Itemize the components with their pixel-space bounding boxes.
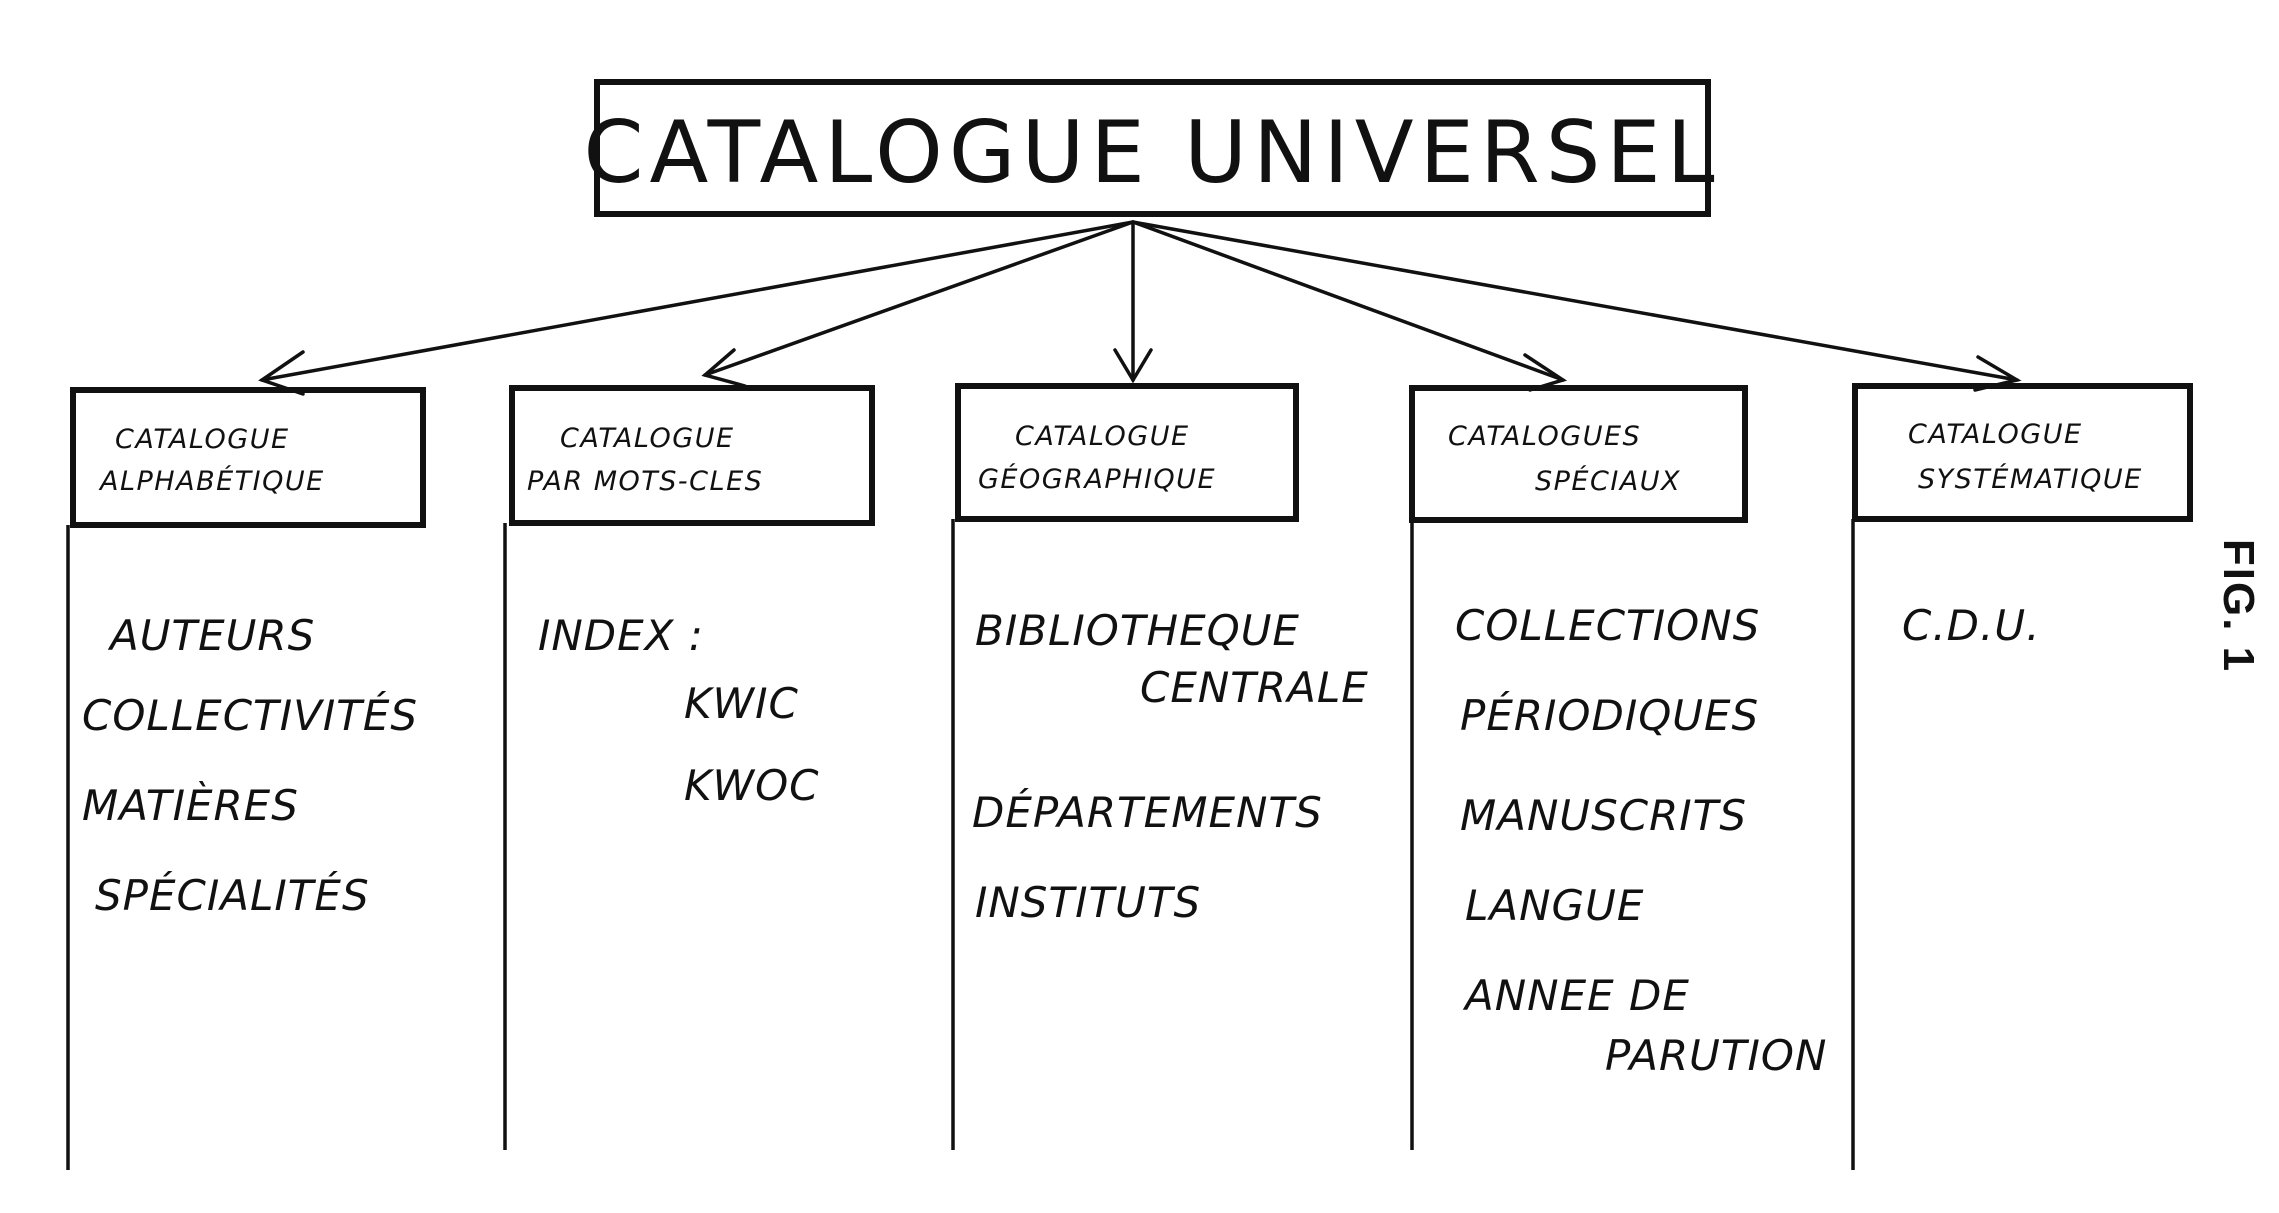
branch-label-line-1: CATALOGUE [560,423,735,454]
branch-item: ANNEE DE [1462,971,1690,1020]
branch-label-line-1: CATALOGUE [1015,421,1190,452]
branch-item: AUTEURS [107,611,315,660]
arrow-line-systematique [1131,220,2019,382]
branch-item: PARUTION [1605,1031,1827,1080]
root-box [594,79,1711,217]
branch-item: DÉPARTEMENTS [972,787,1323,837]
branch-item: KWIC [684,679,799,728]
branch-item: C.D.U. [1902,601,2040,650]
branch-item: MANUSCRITS [1460,791,1747,840]
branch-box [1852,383,2193,522]
branch-geographique: CATALOGUE GÉOGRAPHIQUE BIBLIOTHEQUE CENT… [951,383,1369,1150]
branch-item: PÉRIODIQUES [1460,690,1759,740]
branch-label-line-2: PAR MOTS-CLES [527,466,763,497]
branch-label-line-2: ALPHABÉTIQUE [98,465,325,497]
branch-systematique: CATALOGUE SYSTÉMATIQUE C.D.U. [1851,383,2193,1170]
branch-box [70,387,426,528]
root-title: CATALOGUE UNIVERSEL [583,103,1720,203]
arrow-line-mots-cles [703,220,1135,377]
branch-box [955,383,1299,522]
branch-label-line-1: CATALOGUE [1908,419,2083,450]
arrow-head-mots-cles [701,348,747,388]
connector-arrows [258,220,2022,396]
branch-item: LANGUE [1465,881,1644,930]
branch-mots-cles: CATALOGUE PAR MOTS-CLES INDEX : KWIC KWO… [503,385,875,1150]
branch-box [509,385,875,526]
figure-label: FIG. 1 [2214,538,2263,674]
branch-label-line-1: CATALOGUES [1448,421,1641,452]
branch-item: COLLECTIVITÉS [82,690,418,740]
arrow-line-alphabetique [260,220,1135,382]
branch-label-line-1: CATALOGUE [115,424,290,455]
branch-item: BIBLIOTHEQUE [975,606,1300,655]
branch-item: CENTRALE [1140,663,1369,712]
branch-item: MATIÈRES [82,780,299,830]
root-node: CATALOGUE UNIVERSEL [583,79,1720,217]
branch-label-line-2: SYSTÉMATIQUE [1918,463,2143,495]
branch-label-line-2: SPÉCIAUX [1535,465,1681,497]
branch-item: INSTITUTS [975,878,1201,927]
branch-item: COLLECTIONS [1455,601,1760,650]
branch-alphabetique: CATALOGUE ALPHABÉTIQUE AUTEURS COLLECTIV… [66,387,426,1170]
branch-item: SPÉCIALITÉS [95,870,370,920]
branch-speciaux: CATALOGUES SPÉCIAUX COLLECTIONS PÉRIODIQ… [1409,385,1827,1150]
branch-label-line-2: GÉOGRAPHIQUE [978,463,1216,495]
branch-item: INDEX : [538,611,704,660]
arrow-head-geographique [1113,348,1153,384]
branch-item: KWOC [684,761,819,810]
branch-box [1409,385,1748,523]
arrow-line-speciaux [1131,220,1565,382]
